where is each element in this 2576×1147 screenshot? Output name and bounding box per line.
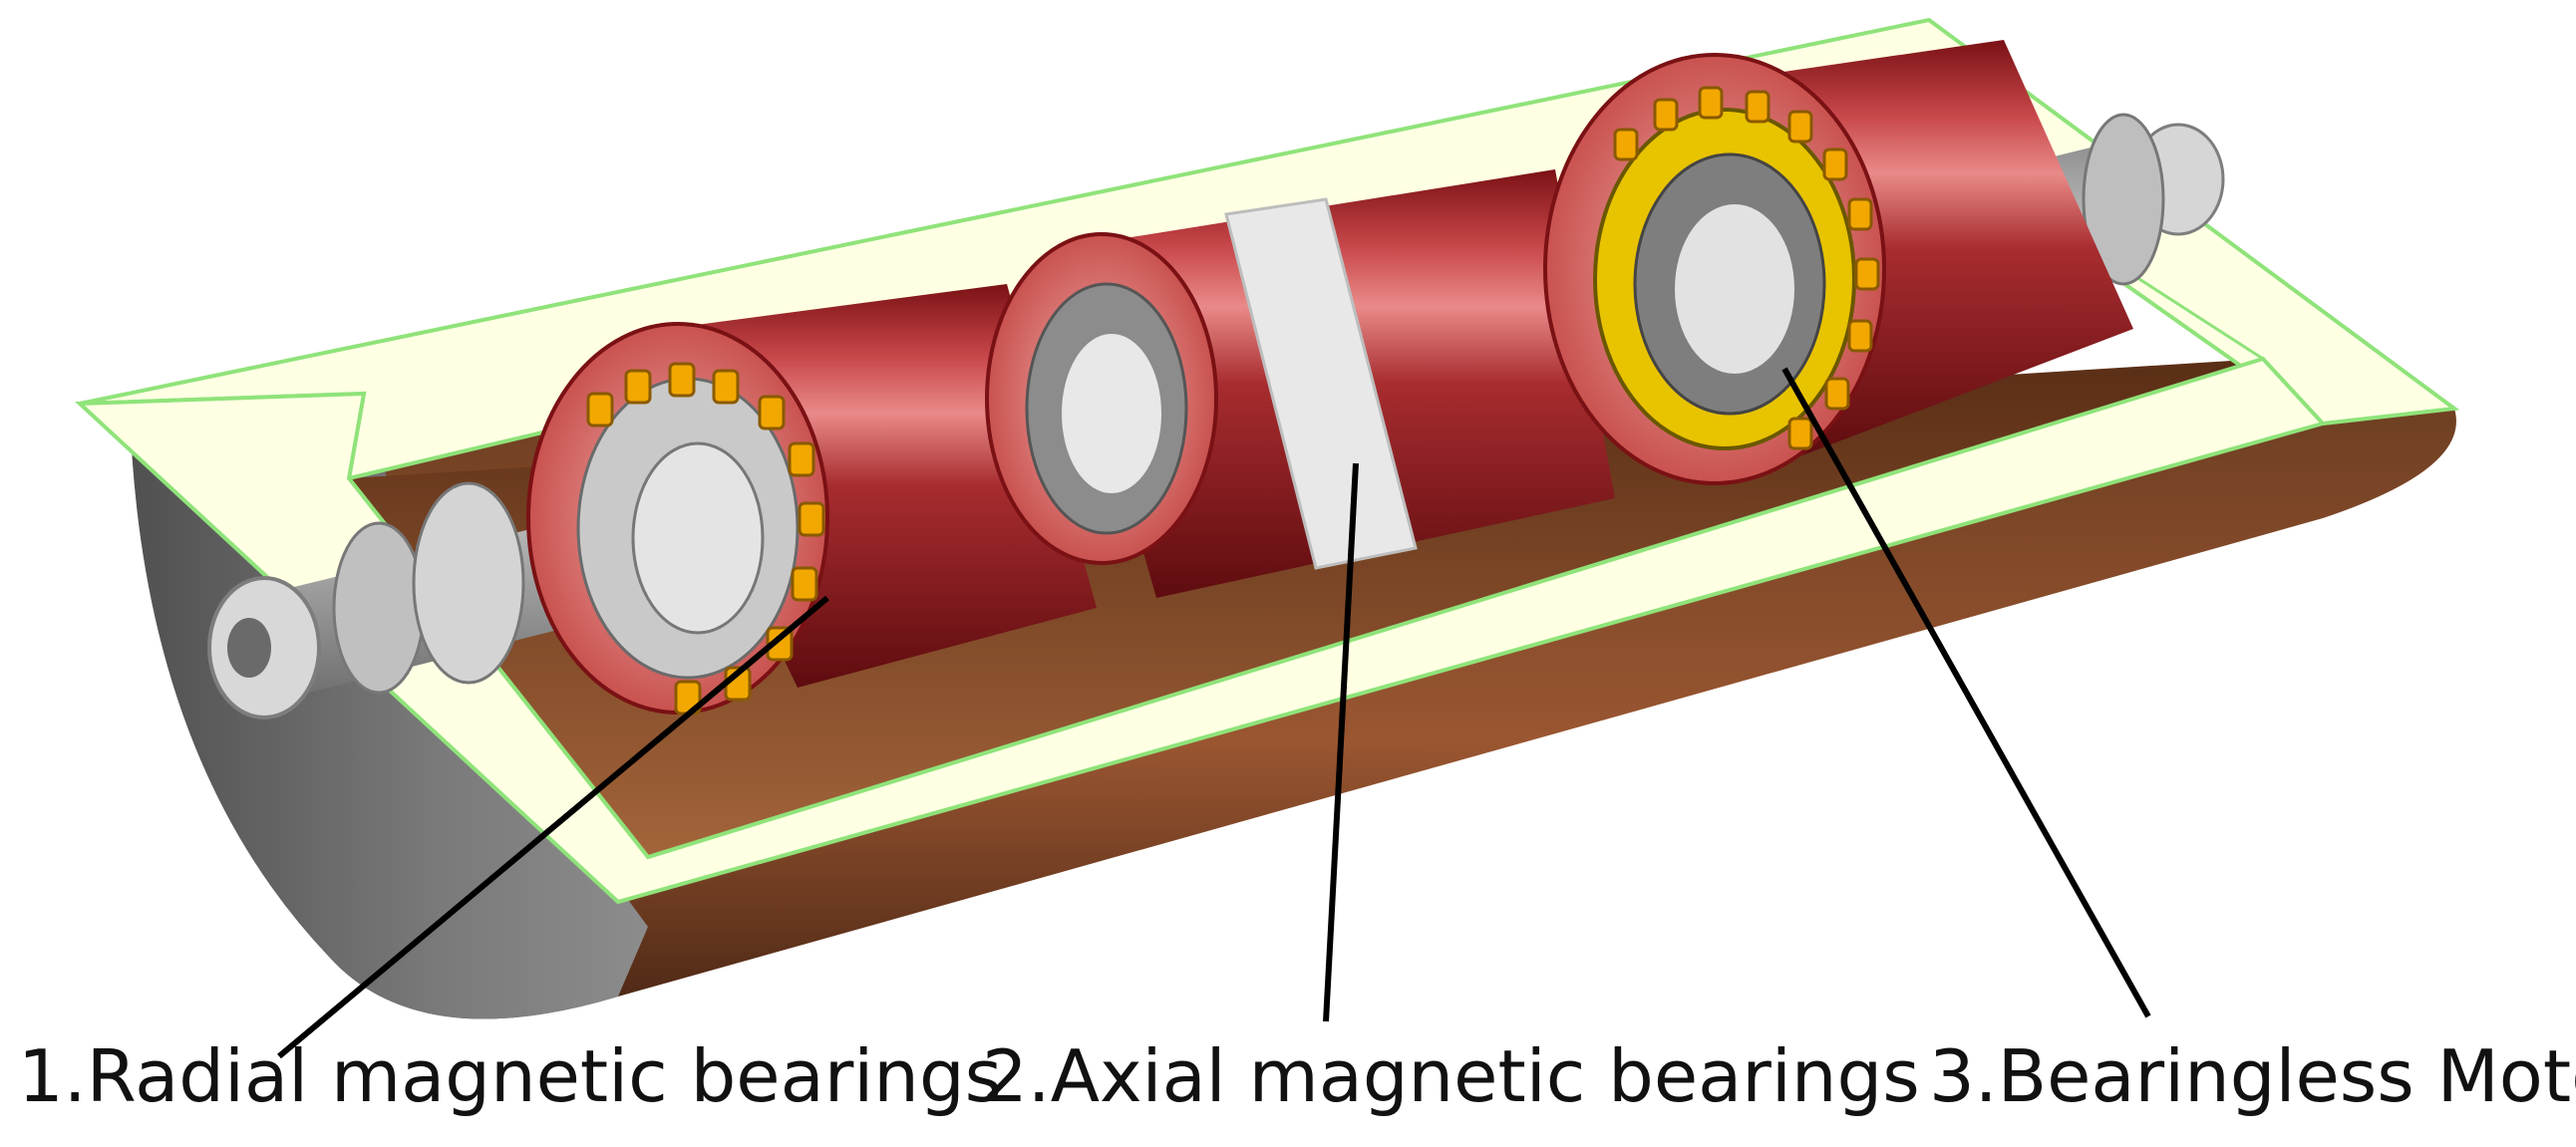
housing-rim-front — [75, 356, 2327, 905]
leader-line-axial — [1323, 462, 1359, 1022]
axial-magnetic-bearing — [985, 169, 1615, 598]
leader-line-radial — [277, 595, 829, 1059]
label-axial-magnetic-bearings: 2.Axial magnetic bearings — [982, 1034, 1920, 1118]
radial-magnetic-bearing — [526, 284, 1097, 716]
label-bearingless-motor: 3.Bearingless Motor — [1929, 1034, 2576, 1118]
shaft-bore-left — [227, 618, 271, 678]
bearingless-motor — [1543, 40, 2133, 485]
motor-coils — [1613, 86, 1880, 450]
leader-lines — [277, 367, 2151, 1059]
label-radial-magnetic-bearings: 1.Radial magnetic bearings — [18, 1034, 1002, 1118]
leader-line-motor — [1781, 367, 2151, 1018]
axial-bearing-spacer — [1224, 197, 1418, 570]
